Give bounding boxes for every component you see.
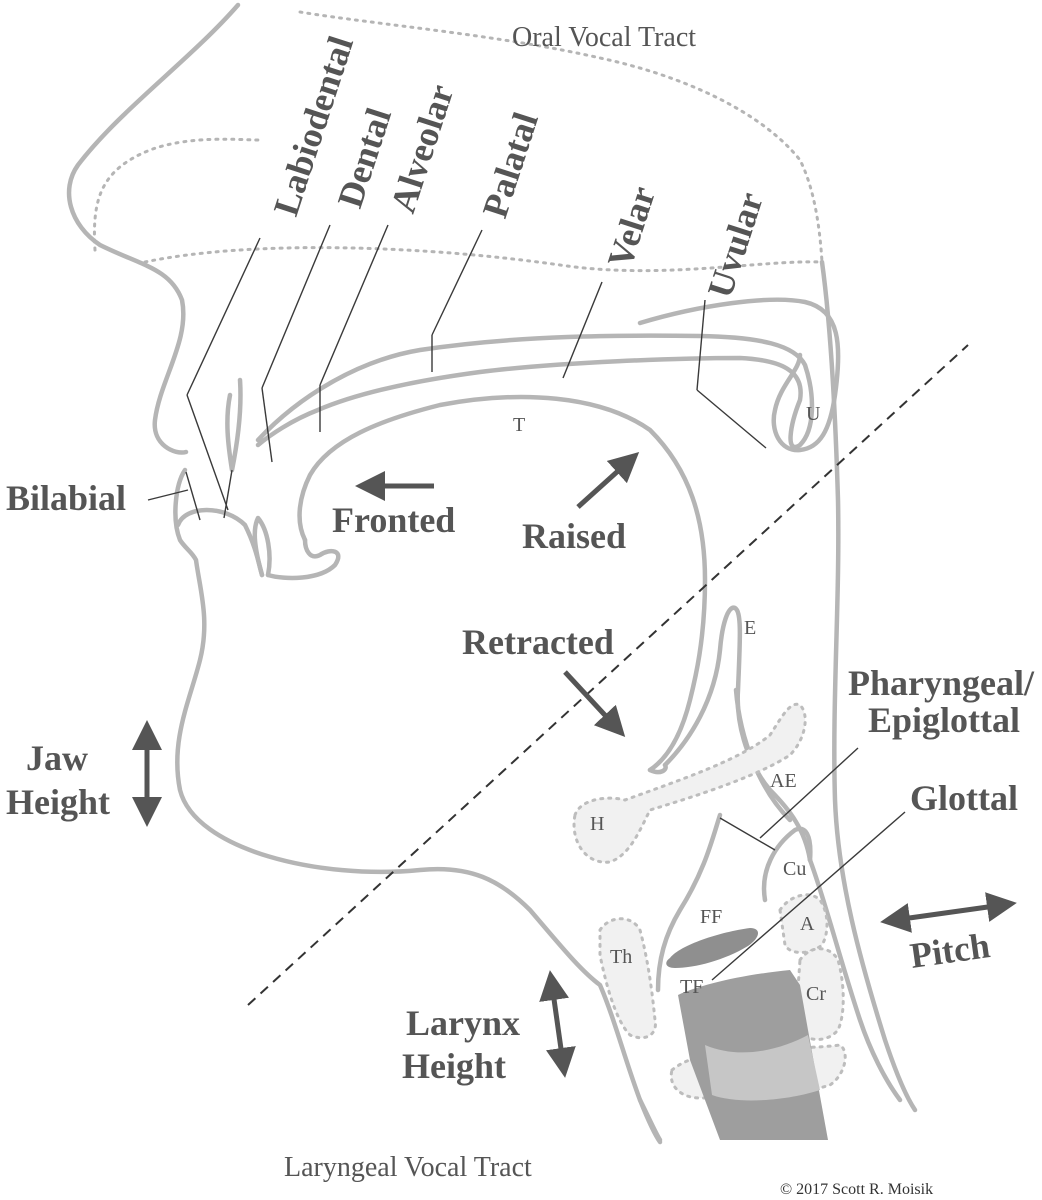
jaw-label-line2: Height	[6, 782, 110, 822]
uvular-leader	[696, 299, 706, 391]
palatal-leader	[431, 229, 483, 336]
lower-teeth	[252, 515, 272, 578]
cricoid-abbrev: Cr	[806, 983, 826, 1005]
bilabial-leader	[147, 489, 189, 501]
larynx-height-arrow-icon	[539, 970, 576, 1078]
thyroid-abbrev: Th	[610, 946, 632, 968]
bilabial-label: Bilabial	[6, 478, 126, 518]
pitch-arrow-icon	[880, 892, 1017, 933]
velar-label: Velar	[600, 181, 664, 272]
pharyngeal-leader	[759, 747, 859, 839]
false-folds-shape	[666, 928, 759, 968]
tongue-outline	[297, 394, 708, 773]
alveolar-label: Alveolar	[383, 80, 462, 218]
alveolar-leader	[319, 224, 389, 386]
hyoid-shape	[572, 702, 807, 864]
face-outline	[66, 2, 663, 1145]
epiglottis-abbrev: E	[744, 617, 756, 639]
glottal-leader	[711, 811, 906, 981]
copyright-label: © 2017 Scott R. Moisik	[780, 1181, 933, 1198]
larynx-anterior	[655, 812, 723, 993]
fronted-label: Fronted	[332, 500, 455, 540]
cuneiform-outline	[761, 826, 813, 903]
larynx-label-line1: Larynx	[406, 1003, 520, 1043]
pitch-label: Pitch	[908, 925, 993, 976]
false-folds-abbrev: FF	[700, 906, 722, 928]
oral-laryngeal-divide	[247, 344, 969, 1006]
dental-leader	[261, 224, 331, 389]
glottal-label: Glottal	[910, 778, 1018, 818]
raised-label: Raised	[522, 516, 626, 556]
oral-tract-label: Oral Vocal Tract	[512, 22, 696, 53]
raised-arrow-icon	[576, 451, 640, 509]
thyroid-shape	[598, 917, 657, 1040]
pharyngeal-label-line1: Pharyngeal/	[848, 663, 1035, 703]
labiodental-leader	[186, 237, 261, 396]
jaw-label-line1: Jaw	[26, 738, 88, 778]
epiglottis-outline	[662, 605, 813, 863]
larynx-label-line2: Height	[402, 1046, 506, 1086]
velar-leader	[562, 281, 603, 379]
arytenoid-shape	[778, 893, 829, 954]
true-folds-abbrev: TF	[680, 976, 703, 998]
hyoid-abbrev: H	[590, 813, 604, 835]
cuneiform-abbrev: Cu	[783, 858, 806, 880]
cricoid-shape	[793, 947, 845, 1041]
palatal-label: Palatal	[475, 107, 546, 222]
pharyngeal-label-line2: Epiglottal	[868, 700, 1020, 740]
arytenoid-abbrev: A	[800, 913, 815, 935]
pharynx-wall	[819, 259, 918, 1113]
aryepiglottic-abbrev: AE	[770, 770, 797, 792]
uvular-label: Uvular	[700, 187, 771, 302]
uvula-abbrev: U	[806, 403, 821, 425]
tongue-abbrev: T	[513, 414, 525, 436]
retracted-arrow-icon	[563, 670, 626, 738]
hard-palate	[255, 333, 815, 450]
tongue-tip	[265, 537, 341, 581]
retracted-label: Retracted	[462, 622, 614, 662]
oral-tract-boundary	[92, 10, 824, 273]
upper-teeth	[225, 377, 243, 473]
lower-lip	[175, 507, 265, 578]
laryngeal-tract-label: Laryngeal Vocal Tract	[284, 1152, 532, 1183]
